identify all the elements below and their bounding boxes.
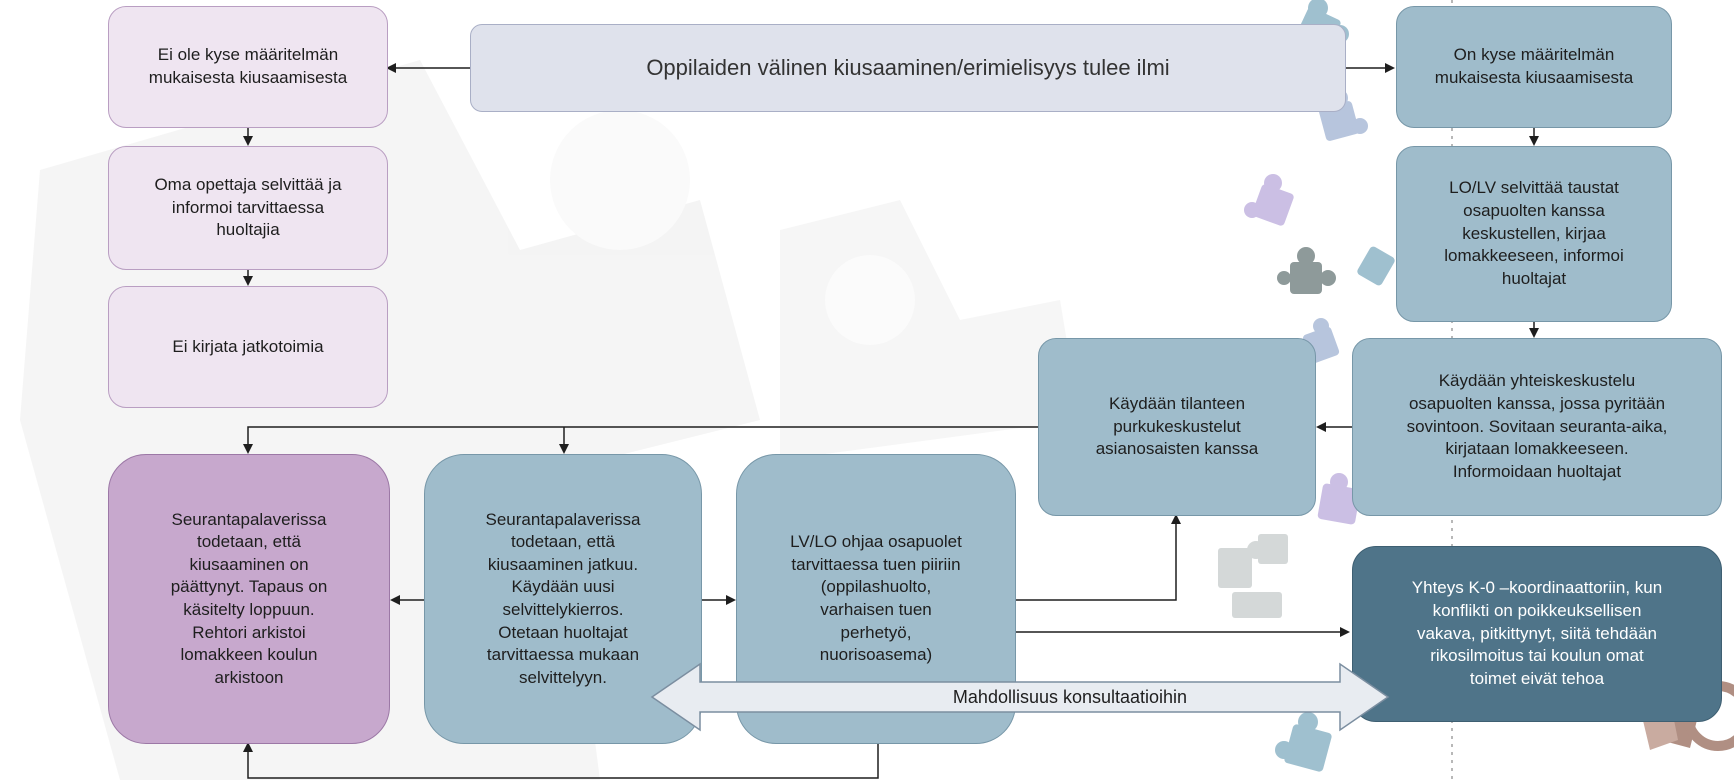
consultation-label: Mahdollisuus konsultaatioihin [952, 687, 1188, 707]
arrow-support-to-ended-bottom [243, 742, 879, 779]
start-box: Oppilaiden välinen kiusaaminen/erimielis… [470, 24, 1346, 112]
not-definition-box: Ei ole kyse määritelmän mukaisesta kiusa… [108, 6, 388, 128]
flow-connectors [243, 63, 1539, 779]
investigate-box: LO/LV selvittää taustat osapuolten kanss… [1396, 146, 1672, 322]
joint-discussion-box: Käydään yhteiskeskustelu osapuolten kans… [1352, 338, 1722, 516]
ended-box: Seurantapalaverissa todetaan, että kiusa… [108, 454, 390, 744]
arrow-debrief-to-ended [243, 426, 1038, 454]
debrief-box: Käydään tilanteen purkukeskustelut asian… [1038, 338, 1316, 516]
arrow-support-to-debrief [1016, 514, 1181, 601]
consultation-double-arrow [650, 662, 1390, 732]
coordinator-box: Yhteys K-0 –koordinaattoriin, kun konfli… [1352, 546, 1722, 722]
is-definition-box: On kyse määritelmän mukaisesta kiusaamis… [1396, 6, 1672, 128]
no-record-box: Ei kirjata jatkotoimia [108, 286, 388, 408]
own-teacher-box: Oma opettaja selvittää ja informoi tarvi… [108, 146, 388, 270]
